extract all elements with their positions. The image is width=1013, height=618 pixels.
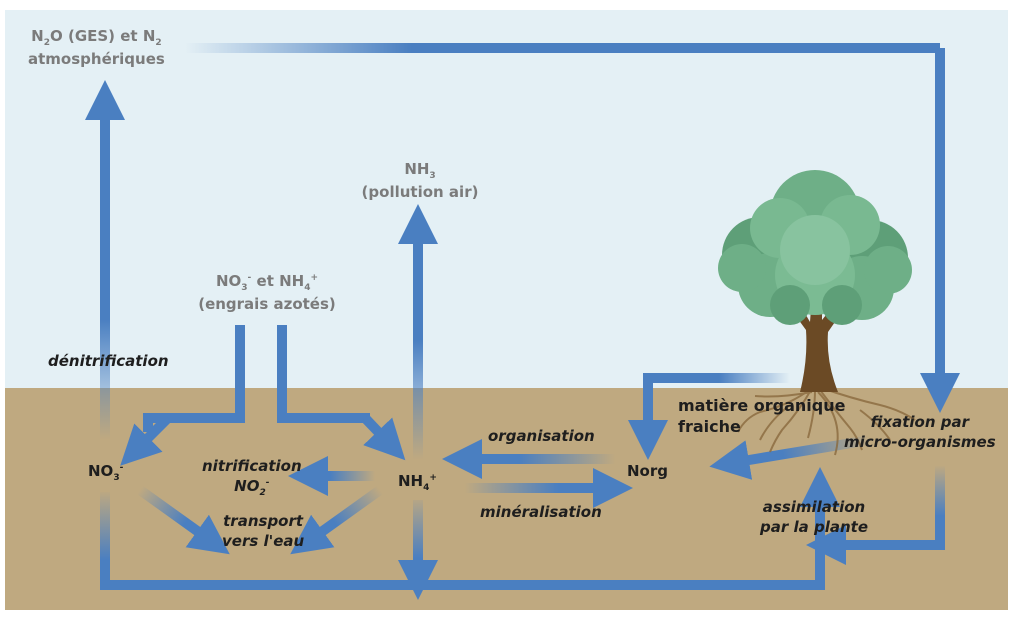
arrow-mof-to-norg [628, 373, 790, 460]
fert-line2: (engrais azotés) [198, 294, 336, 313]
atmo-sub2: 2 [155, 38, 162, 48]
nh3-line1: NH3 [355, 160, 485, 183]
organisation-label: organisation [488, 427, 595, 445]
atmospheric-n2o-n2-label: N2O (GES) et N2 atmosphériques [28, 27, 165, 69]
arrow-roots-to-norg [709, 435, 871, 480]
nh3-pollution-label: NH3 (pollution air) [355, 160, 485, 202]
transport-to-water-label: transport vers l'eau [222, 512, 304, 551]
arrow-no3-to-water [137, 485, 230, 555]
atmo-line1: N2O (GES) et N2 [28, 27, 165, 50]
mof-line2: fraiche [678, 416, 741, 436]
atmo-mid: O (GES) et N [49, 27, 156, 45]
no3-sub: 3 [113, 473, 120, 483]
tree-roots [737, 387, 916, 456]
no2-sub: 2 [259, 487, 266, 498]
fixation-line2: micro-organismes [844, 432, 996, 451]
arrow-nh4-to-water [290, 485, 383, 555]
atmo-sub1: 2 [43, 38, 50, 48]
nh4-nh: NH [398, 472, 424, 490]
no3-node: NO3- [88, 462, 123, 485]
fert-sup1: - [247, 273, 252, 283]
fertilizer-label: NO3- et NH4+ (engrais azotés) [192, 272, 342, 314]
transport-line2: vers l'eau [222, 531, 305, 550]
no2-sup: - [265, 477, 270, 488]
arrow-fertilizer-to-nh4 [361, 414, 406, 461]
tree-foliage [718, 170, 912, 325]
denitrification-label: dénitrification [48, 352, 169, 370]
nh4-sup: + [429, 473, 437, 483]
atmo-n: N [31, 27, 44, 45]
no2-text: NO2- [202, 477, 302, 500]
fixation-label: fixation par micro-organismes [844, 413, 996, 452]
nh4-sub: 4 [423, 483, 430, 493]
fert-sup2: + [310, 273, 319, 283]
fert-sub1: 3 [241, 283, 248, 293]
nh3-nh: NH [404, 160, 430, 178]
no3-sup: - [119, 463, 124, 473]
arrow-fertilizer-to-no3 [120, 414, 172, 466]
nh3-line2: (pollution air) [361, 182, 479, 201]
assimilation-line2: par la plante [760, 517, 868, 536]
assimilation-label: assimilation par la plante [760, 498, 868, 537]
no2-no: NO [234, 476, 260, 495]
nh4-node: NH4+ [398, 472, 437, 495]
fixation-line1: fixation par [870, 413, 970, 431]
transport-line1: transport [223, 512, 304, 530]
fert-line1: NO3- et NH4+ [192, 272, 342, 295]
mineralisation-label: minéralisation [480, 503, 602, 521]
norg-node: Norg [627, 462, 668, 480]
atmo-line2: atmosphériques [28, 49, 165, 68]
no3-no: NO [88, 462, 114, 480]
soil-background [5, 388, 1008, 610]
arrow-fixation-to-plant [806, 466, 945, 565]
mof-line1: matière organique [678, 396, 846, 415]
fert-no: NO [215, 272, 242, 290]
nitrification-text: nitrification [202, 457, 302, 475]
assimilation-line1: assimilation [762, 498, 866, 516]
nh3-sub: 3 [429, 171, 436, 181]
arrow-fertilizer-to-nh4-line [277, 325, 370, 423]
fert-sub2: 4 [304, 283, 311, 293]
tree-illustration [718, 170, 916, 456]
fert-nh: et NH [251, 272, 305, 290]
nitrification-label: nitrification NO2- [202, 457, 302, 499]
organic-matter-label: matière organique fraiche [678, 396, 845, 438]
